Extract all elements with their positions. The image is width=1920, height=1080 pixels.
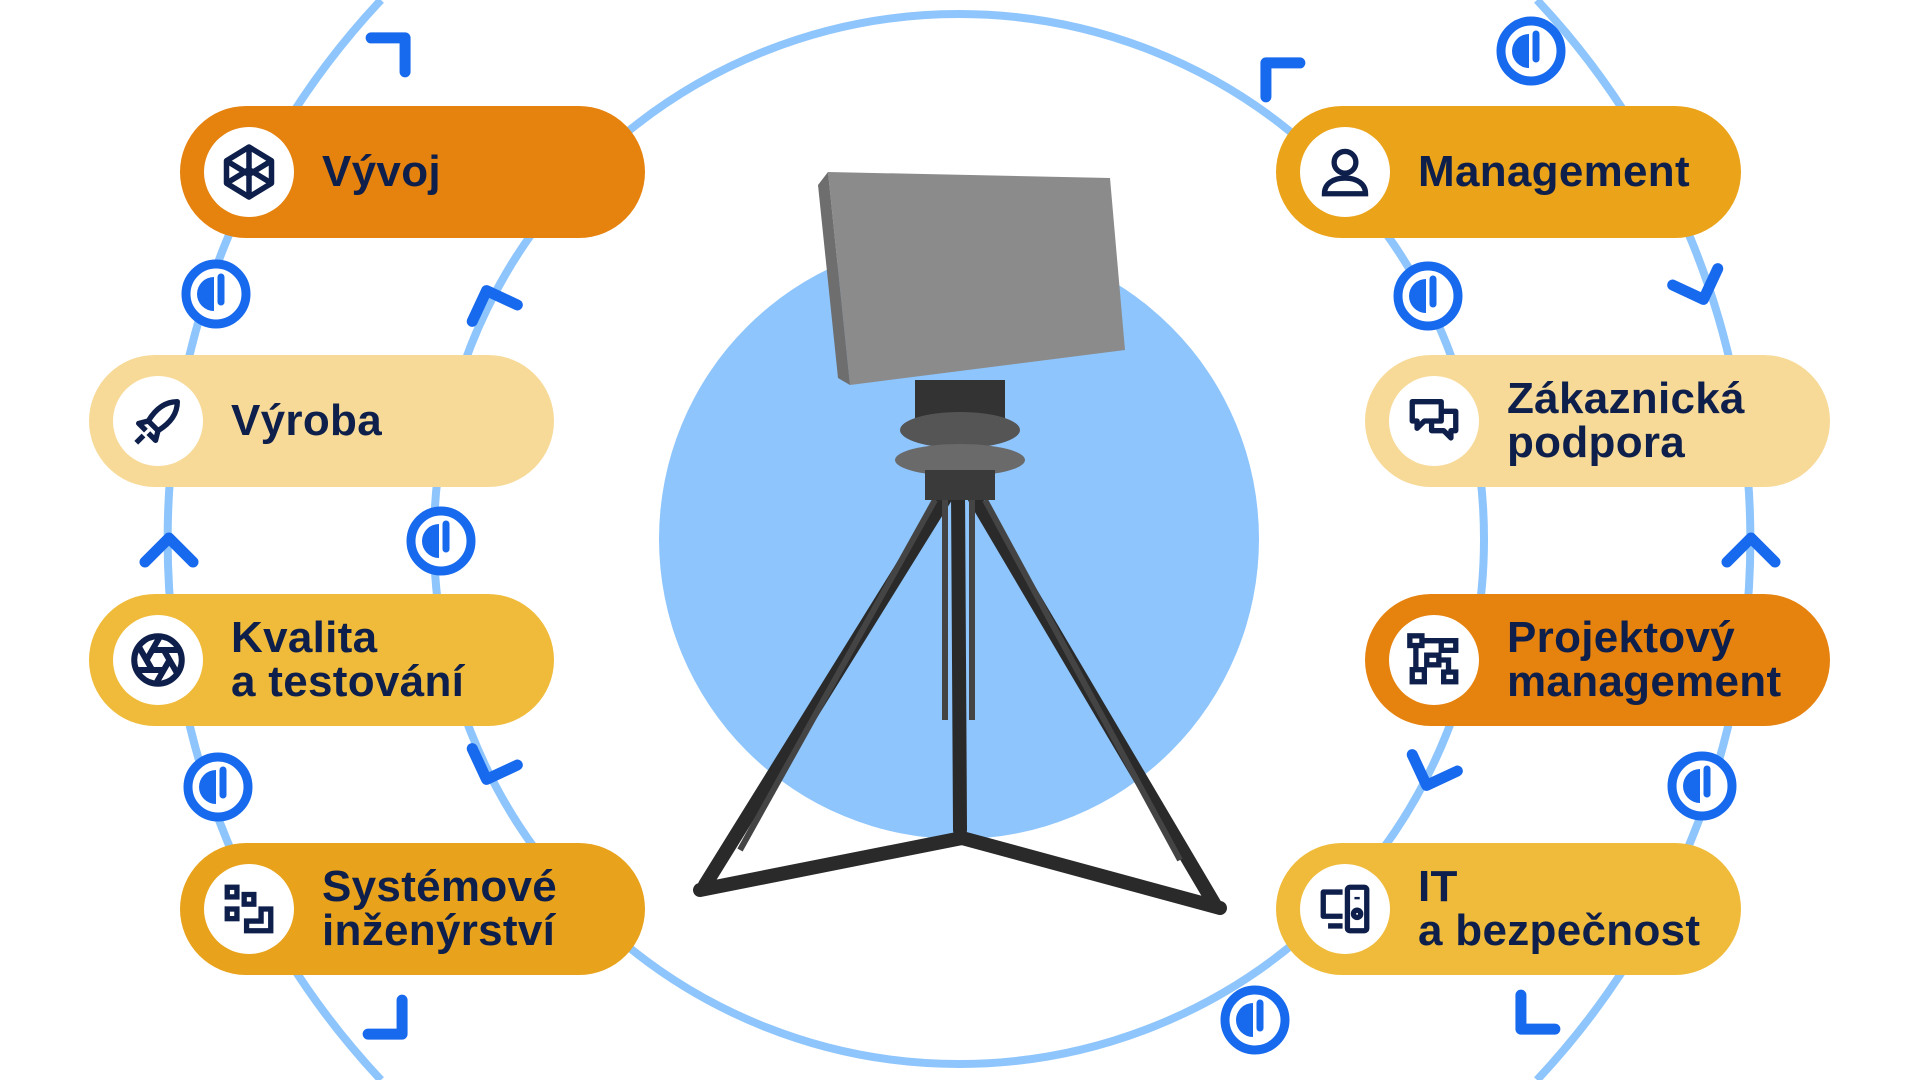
arrow-chevron-icon xyxy=(1721,532,1781,568)
arrow-chevron-icon xyxy=(139,532,199,568)
pill-label: Výroba xyxy=(231,396,382,445)
project-nodes-icon xyxy=(1389,615,1479,705)
pill-label-line2: a testování xyxy=(231,657,465,706)
arrow-chevron-icon xyxy=(1667,263,1724,305)
arrow-chevron-icon xyxy=(1406,749,1463,791)
power-node-icon xyxy=(406,506,476,576)
pill-label-line1: Zákaznická xyxy=(1507,374,1745,423)
pill-management: Management xyxy=(1276,106,1741,238)
arrow-chevron-icon xyxy=(466,285,523,327)
power-node-icon xyxy=(1496,16,1566,86)
pill-label: Vývoj xyxy=(322,147,441,196)
pill-label-line2: a bezpečnost xyxy=(1418,906,1701,955)
aperture-icon xyxy=(113,615,203,705)
pill-label-line2: podpora xyxy=(1507,418,1686,467)
devices-icon xyxy=(1300,864,1390,954)
arrow-chevron-icon xyxy=(466,743,523,785)
workflow-squares-icon xyxy=(204,864,294,954)
power-node-icon xyxy=(1220,985,1290,1055)
pill-vyroba: Výroba xyxy=(89,355,554,487)
arrow-chevron-icon xyxy=(365,32,411,78)
user-icon xyxy=(1300,127,1390,217)
arrow-chevron-icon xyxy=(1515,989,1561,1035)
rocket-icon xyxy=(113,376,203,466)
power-node-icon xyxy=(181,259,251,329)
pill-label-line1: IT xyxy=(1418,862,1458,911)
power-node-icon xyxy=(183,752,253,822)
pill-vyvoj: Vývoj xyxy=(180,106,645,238)
pill-label-line2: inženýrství xyxy=(322,906,556,955)
pill-label-line1: Kvalita xyxy=(231,613,378,662)
power-node-icon xyxy=(1667,751,1737,821)
codepen-cube-icon xyxy=(204,127,294,217)
pill-label-line1: Projektový xyxy=(1507,613,1735,662)
pill-label-line2: management xyxy=(1507,657,1782,706)
arrow-chevron-icon xyxy=(1260,57,1306,103)
pill-label-line1: Systémové xyxy=(322,862,558,911)
radar-tripod-image xyxy=(693,172,1227,915)
pill-label: Management xyxy=(1418,147,1690,196)
power-node-icon xyxy=(1393,261,1463,331)
arrow-chevron-icon xyxy=(362,994,408,1040)
chat-bubbles-icon xyxy=(1389,376,1479,466)
